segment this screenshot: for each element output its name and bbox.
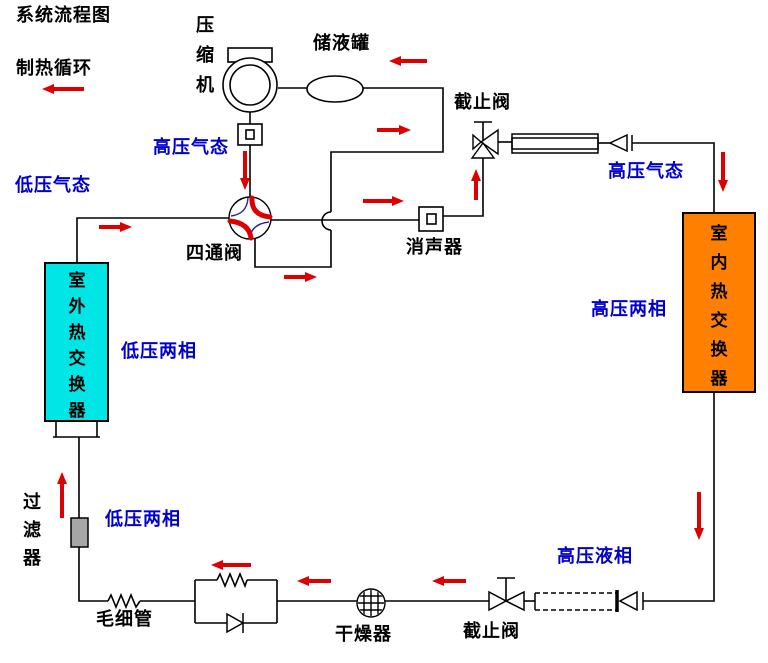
stop-valve-top-symbol bbox=[470, 128, 499, 159]
outdoor-hx-label: 室外热交换器 bbox=[68, 271, 86, 420]
four-way-valve-label: 四通阀 bbox=[186, 243, 243, 263]
state-lp-two-phase-outdoor: 低压两相 bbox=[121, 341, 197, 361]
capillary-label: 毛细管 bbox=[96, 609, 153, 629]
flow-arrows bbox=[42, 56, 728, 586]
discharge-muffler-symbol bbox=[237, 123, 263, 146]
stop-valve-bottom-label: 截止阀 bbox=[463, 621, 520, 641]
muffler-label: 消声器 bbox=[406, 237, 463, 257]
state-lp-gas: 低压气态 bbox=[15, 175, 91, 195]
pipes bbox=[53, 87, 715, 624]
diagram-title: 系统流程图 bbox=[16, 5, 111, 25]
state-lp-two-phase-filter: 低压两相 bbox=[105, 509, 181, 529]
muffler-symbol bbox=[418, 206, 444, 232]
valve-port-red-arc bbox=[227, 218, 254, 241]
outdoor-hx-manifold bbox=[53, 421, 100, 518]
indoor-hx-label: 室内热交换器 bbox=[710, 224, 728, 388]
valve-port-red-arc bbox=[249, 195, 273, 220]
bypass-check-valve-symbol bbox=[226, 612, 245, 634]
pipe-section-top-symbol bbox=[511, 133, 599, 154]
state-hp-gas-discharge: 高压气态 bbox=[153, 137, 229, 157]
heating-cycle-label: 制热循环 bbox=[16, 58, 92, 78]
four-way-valve-symbol bbox=[227, 195, 273, 241]
pipe-crossover-jog bbox=[321, 211, 332, 231]
indoor-hx-box bbox=[682, 212, 756, 393]
check-valve-bottom-symbol bbox=[618, 590, 644, 612]
stop-valve-top-label: 截止阀 bbox=[454, 92, 511, 112]
check-valve-top-symbol bbox=[608, 133, 633, 153]
filter-symbol bbox=[70, 517, 89, 548]
dryer-label: 干燥器 bbox=[335, 624, 392, 644]
filter-label: 过滤器 bbox=[23, 492, 41, 568]
pipe-section-bottom-symbol bbox=[534, 590, 619, 612]
accumulator-symbol bbox=[306, 75, 364, 103]
bypass-capillary-zigzag bbox=[216, 571, 248, 589]
capillary-tube-zigzag bbox=[107, 592, 141, 610]
dryer-symbol bbox=[356, 588, 386, 618]
state-hp-liquid: 高压液相 bbox=[557, 546, 633, 566]
outdoor-hx-box bbox=[44, 262, 109, 422]
accumulator-label: 储液罐 bbox=[313, 33, 370, 53]
state-hp-gas-indoor: 高压气态 bbox=[608, 161, 684, 181]
compressor-symbol bbox=[222, 47, 278, 113]
bypass-loop bbox=[194, 579, 278, 624]
state-hp-two-phase: 高压两相 bbox=[591, 299, 667, 319]
compressor-label: 压缩机 bbox=[196, 15, 214, 95]
stop-valve-bottom-symbol bbox=[488, 590, 525, 612]
